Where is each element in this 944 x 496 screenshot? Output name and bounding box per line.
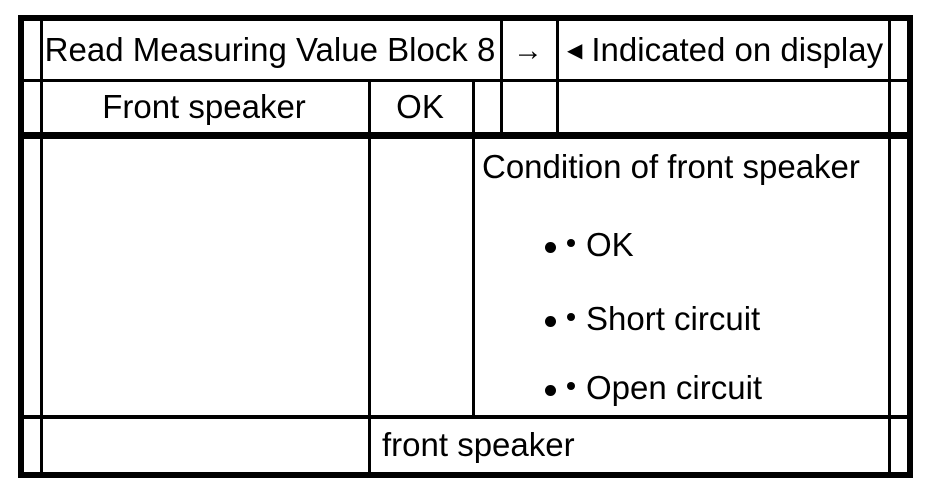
grid-line-function-column: [368, 79, 371, 472]
grid-line-value-column: [472, 79, 475, 416]
condition-option-label: Short circuit: [586, 299, 761, 337]
measured-value-cell: OK: [396, 87, 444, 125]
measuring-value-block-table: Read Measuring Value Block 8 → ◀ Indicat…: [18, 15, 913, 478]
left-triangle-icon: ◀: [567, 40, 583, 62]
dot-icon: [567, 381, 575, 390]
indicated-on-display-cell: ◀ Indicated on display: [556, 21, 888, 79]
header-title: Read Measuring Value Block 8: [44, 30, 496, 68]
grid-line-footer-row-top: [24, 415, 907, 419]
grid-line-right-margin-column: [888, 21, 891, 472]
grid-line-header-row-bottom: [24, 79, 907, 82]
dot-icon: [567, 312, 575, 321]
bullet-icon: [545, 385, 556, 396]
condition-option-open-circuit: Open circuit: [545, 365, 762, 410]
grid-line-value-row-bottom-thick: [24, 132, 907, 139]
dot-icon: [567, 238, 575, 247]
grid-line-left-margin-column: [40, 21, 43, 472]
bullet-icon: [545, 316, 556, 327]
footer-signal-name-cell: front speaker: [382, 426, 575, 464]
condition-option-short-circuit: Short circuit: [545, 296, 760, 341]
condition-option-label: Open circuit: [586, 368, 763, 406]
bullet-icon: [545, 242, 556, 253]
indicated-on-display-label: Indicated on display: [591, 30, 884, 68]
condition-option-ok: OK: [545, 222, 634, 267]
condition-option-label: OK: [586, 225, 634, 263]
condition-heading: Condition of front speaker: [482, 148, 860, 185]
right-arrow-icon: →: [513, 33, 543, 67]
function-name-cell: Front speaker: [102, 87, 306, 125]
